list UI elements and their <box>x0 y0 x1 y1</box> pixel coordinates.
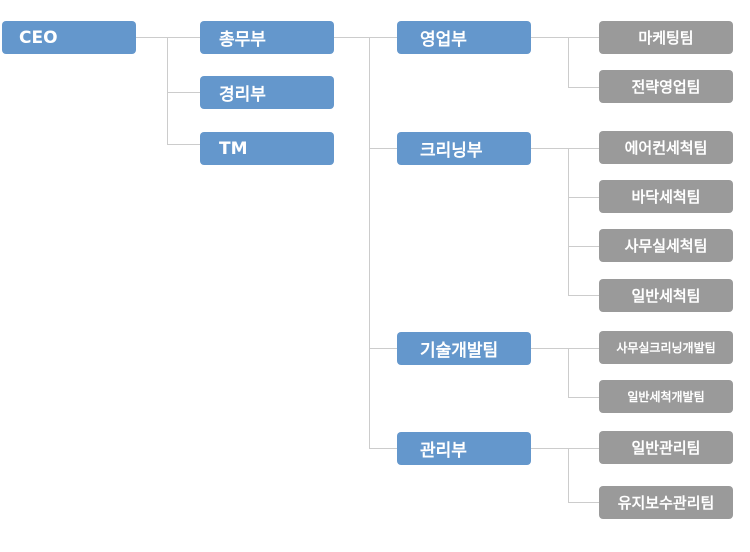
connector-line <box>369 348 397 349</box>
connector-line <box>334 37 397 38</box>
dept-box-tm: TM <box>200 132 334 165</box>
dept-box-cleaning: 크리닝부 <box>397 132 531 165</box>
team-box: 일반관리팀 <box>599 431 733 464</box>
connector-line <box>568 448 569 502</box>
team-box: 일반세척팀 <box>599 279 733 312</box>
connector-line <box>568 37 569 87</box>
connector-line <box>568 348 569 397</box>
connector-line <box>136 37 200 38</box>
connector-line <box>568 397 599 398</box>
team-box: 유지보수관리팀 <box>599 486 733 519</box>
ceo-box: CEO <box>2 21 136 54</box>
connector-line <box>568 502 599 503</box>
dept-box-general-affairs: 총무부 <box>200 21 334 54</box>
connector-line <box>568 87 599 88</box>
connector-line <box>531 148 599 149</box>
connector-line <box>531 37 599 38</box>
connector-line <box>167 92 200 93</box>
connector-line <box>568 197 599 198</box>
dept-box-management: 관리부 <box>397 432 531 465</box>
team-box: 바닥세척팀 <box>599 180 733 213</box>
connector-line <box>531 448 599 449</box>
dept-box-accounting: 경리부 <box>200 76 334 109</box>
dept-box-tech-dev: 기술개발팀 <box>397 332 531 365</box>
connector-line <box>167 144 200 145</box>
connector-line <box>568 148 569 295</box>
dept-box-sales: 영업부 <box>397 21 531 54</box>
team-box: 전략영업팀 <box>599 70 733 103</box>
connector-line <box>369 448 397 449</box>
connector-line <box>568 246 599 247</box>
team-box: 에어컨세척팀 <box>599 131 733 164</box>
team-box: 사무실세척팀 <box>599 229 733 262</box>
connector-line <box>568 295 599 296</box>
connector-line <box>369 37 370 448</box>
connector-line <box>167 37 168 145</box>
connector-line <box>369 148 397 149</box>
team-box: 사무실크리닝개발팀 <box>599 331 733 364</box>
connector-line <box>531 348 599 349</box>
team-box: 일반세척개발팀 <box>599 380 733 413</box>
team-box: 마케팅팀 <box>599 21 733 54</box>
